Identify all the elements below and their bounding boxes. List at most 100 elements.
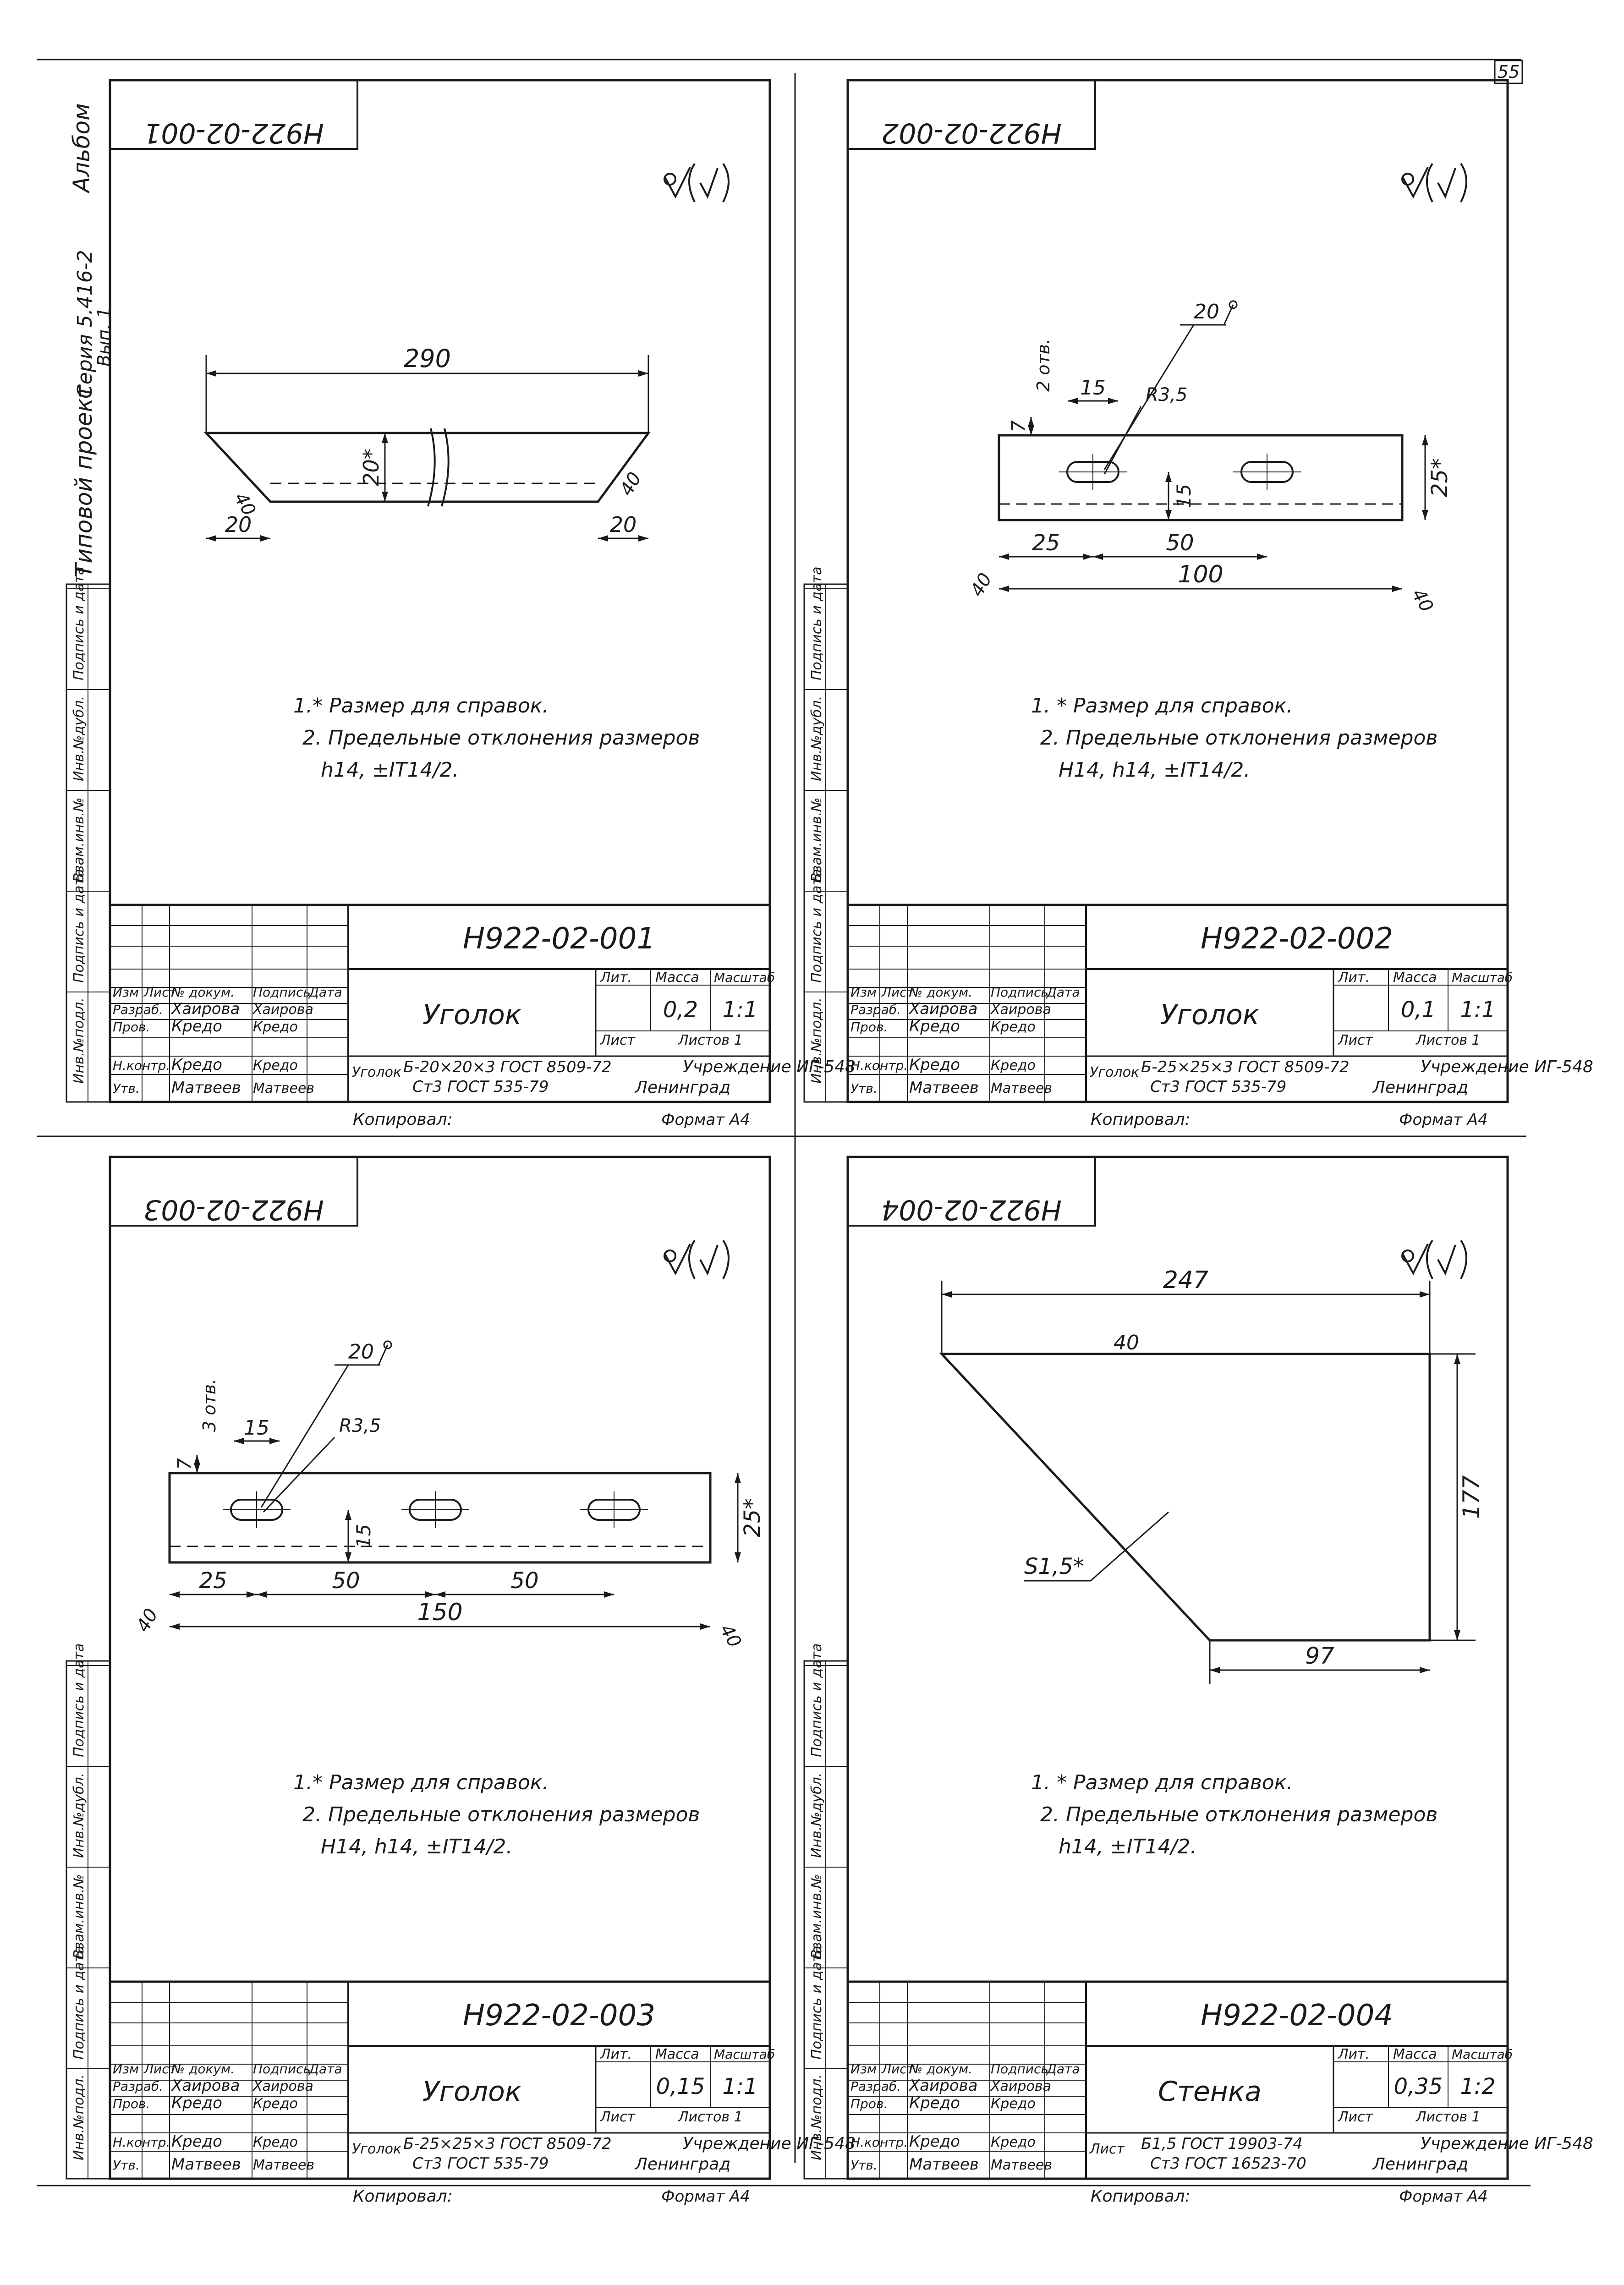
developer-name: Хаирова — [908, 1000, 977, 1018]
copied-label: Копировал: — [1091, 2187, 1191, 2206]
roughness-check — [1401, 167, 1429, 199]
row-razrab: Разраб. — [113, 1002, 163, 1017]
sheet-frame — [109, 1156, 771, 2180]
side-column-label: Инв.№дубл. — [71, 696, 87, 781]
dimension-arrow — [257, 1591, 267, 1598]
break-line — [427, 428, 436, 507]
copied-label: Копировал: — [1091, 1110, 1191, 1129]
dimension-arrow — [999, 553, 1009, 560]
note-2: 2. Предельные отклонения размеров — [1040, 1803, 1437, 1826]
dimension-arrow — [1420, 1667, 1430, 1673]
side-column-label: Подпись и дата — [71, 567, 87, 681]
paren-left — [688, 163, 696, 203]
side-column-label: Взам.инв.№ — [71, 797, 87, 882]
sheet-code: Н922-02-004 — [1201, 1999, 1393, 2033]
col-izm: Изм — [113, 2061, 139, 2077]
dimension-arrow — [234, 1438, 244, 1444]
dimension-arrow — [638, 370, 648, 377]
format-label: Формат А4 — [661, 2187, 750, 2206]
dim-d3: 50 — [510, 1568, 538, 1594]
dimension-arrow — [735, 1552, 741, 1562]
material-prefix: Уголок — [1090, 1064, 1139, 1080]
material-line-1: Б-20×20×3 ГОСТ 8509-72 — [403, 1058, 612, 1076]
dim-d1: 25 — [199, 1568, 227, 1594]
note-3: Н14, h14, ±IT14/2. — [1059, 758, 1250, 782]
developer-sign: Хаирова — [990, 2078, 1051, 2094]
material-line-2: Ст3 ГОСТ 535-79 — [412, 1078, 549, 1096]
dimension-arrow — [206, 535, 216, 542]
checker-sign: Кредо — [253, 1019, 298, 1035]
mass-label: Масса — [655, 2046, 699, 2062]
developer-name: Хаирова — [908, 2077, 977, 2095]
row-razrab: Разраб. — [113, 2079, 163, 2094]
dim-side: 177 — [1458, 1475, 1485, 1519]
side-column-label: Взам.инв.№ — [809, 1874, 825, 1959]
normcontrol-name: Кредо — [909, 1056, 960, 1074]
sheet-label: Лист — [1338, 1032, 1374, 1048]
mass-value: 0,15 — [656, 2074, 705, 2099]
dim-height: 25* — [740, 1498, 765, 1537]
side-column-label: Инв.№дубл. — [71, 1773, 87, 1858]
note-3: Н14, h14, ±IT14/2. — [321, 1835, 512, 1858]
col-sign: Подпись — [991, 985, 1048, 1000]
row-razrab: Разраб. — [850, 2079, 901, 2094]
checker-name: Кредо — [909, 2094, 960, 2112]
developer-sign: Хаирова — [252, 2078, 313, 2094]
material-line-2: Ст3 ГОСТ 535-79 — [412, 2154, 549, 2173]
developer-sign: Хаирова — [990, 1002, 1051, 1018]
checker-sign: Кредо — [253, 2096, 298, 2112]
material-prefix: Уголок — [352, 1064, 401, 1080]
dim-length: 290 — [404, 344, 451, 373]
dimension-arrow — [382, 433, 388, 443]
col-list: Лист — [143, 2061, 177, 2077]
note-3: h14, ±IT14/2. — [321, 758, 459, 782]
dimension-arrow — [638, 535, 648, 542]
copied-label: Копировал: — [353, 1110, 453, 1129]
row-prov: Пров. — [113, 2096, 150, 2111]
part-name: Уголок — [1160, 999, 1259, 1031]
code-box — [109, 79, 358, 150]
dim-bottom: 97 — [1305, 1643, 1334, 1669]
side-column-label: Инв.№подл. — [809, 997, 825, 1084]
roughness-check — [664, 167, 691, 199]
angle-strip — [998, 434, 1404, 521]
note-1: 1. * Размер для справок. — [1031, 694, 1293, 718]
dim-height-inner: 15 — [1173, 484, 1195, 508]
dimension-arrow — [1257, 553, 1267, 560]
dimension-arrow — [382, 492, 388, 502]
mass-label: Масса — [1393, 970, 1437, 986]
side-column-label: Взам.инв.№ — [71, 1874, 87, 1959]
row-prov: Пров. — [850, 2096, 888, 2111]
format-label: Формат А4 — [1399, 2187, 1488, 2206]
dimension-arrow — [1165, 472, 1172, 482]
normcontrol-name: Кредо — [171, 2132, 222, 2151]
dimension-arrow — [999, 586, 1009, 592]
leader — [1223, 304, 1234, 325]
dim-height: 25* — [1427, 458, 1453, 497]
dimension-arrow — [170, 1591, 180, 1598]
material-line-1: Б-25×25×3 ГОСТ 8509-72 — [1141, 1058, 1350, 1076]
mass-label: Масса — [1393, 2046, 1437, 2062]
dimension-arrow — [1422, 435, 1428, 445]
paren-right — [1460, 163, 1467, 203]
roughness-symbol — [1401, 1239, 1467, 1279]
angle-strip — [168, 1472, 712, 1564]
approver-name: Матвеев — [171, 1079, 241, 1097]
dim-d1: 25 — [1032, 530, 1060, 556]
col-sign: Подпись — [253, 2061, 311, 2077]
checker-name: Кредо — [171, 2094, 222, 2112]
side-column-label: Инв.№дубл. — [809, 1773, 825, 1858]
holes-label: 3 отв. — [199, 1379, 219, 1432]
dim-angle-right: 40 — [715, 1621, 745, 1651]
col-sign: Подпись — [253, 985, 311, 1000]
roughness-circle — [383, 1340, 392, 1349]
dim-radius: R3,5 — [339, 1415, 381, 1436]
paren-right — [1460, 1239, 1467, 1279]
dimension-arrow — [1165, 510, 1172, 520]
scale-label: Масштаб — [1452, 970, 1513, 985]
sheets-label: Листов 1 — [678, 1032, 743, 1048]
side-column-label: Подпись и дата — [809, 1644, 825, 1758]
city: Ленинград — [634, 1078, 730, 1097]
